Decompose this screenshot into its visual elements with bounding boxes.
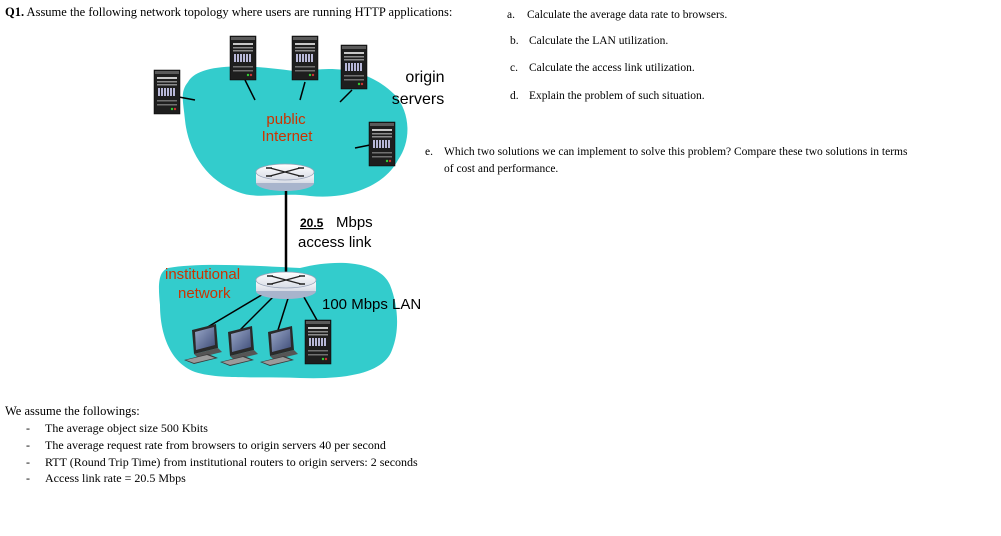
server-icon: [304, 319, 332, 365]
bullet-dash: -: [26, 421, 30, 435]
assumption-item: - Access link rate = 20.5 Mbps: [26, 471, 506, 486]
sub-question-letter: b.: [510, 35, 519, 47]
sub-question-letter: a.: [507, 9, 515, 21]
network-diagram: origin servers public Internet 20.5 Mbps…: [153, 35, 445, 379]
sub-question-text: Calculate the LAN utilization.: [529, 35, 669, 47]
question-header: Q1. Assume the following network topolog…: [5, 5, 452, 20]
sub-question-text: Calculate the average data rate to brows…: [527, 9, 728, 21]
assumption-item: - RTT (Round Trip Time) from institution…: [26, 455, 506, 470]
sub-question-letter: e.: [425, 146, 433, 158]
bullet-dash: -: [26, 455, 30, 469]
access-rate-unit: Mbps: [336, 214, 373, 231]
lan-label: 100 Mbps LAN: [322, 296, 421, 313]
server-icon: [153, 69, 181, 115]
assumption-item: - The average object size 500 Kbits: [26, 421, 506, 436]
assumption-text: Access link rate = 20.5 Mbps: [45, 471, 186, 485]
assumption-text: RTT (Round Trip Time) from institutional…: [45, 455, 418, 469]
sub-question-text: Explain the problem of such situation.: [529, 90, 705, 102]
institutional-label-2: network: [178, 285, 231, 302]
sub-question-text: Calculate the access link utilization.: [529, 62, 695, 74]
assumption-text: The average object size 500 Kbits: [45, 421, 208, 435]
origin-label-1: origin: [405, 69, 444, 86]
server-icon: [291, 35, 319, 81]
institutional-label-1: institutional: [165, 266, 240, 283]
bullet-dash: -: [26, 438, 30, 452]
public-label-2: Internet: [262, 128, 314, 145]
question-text: Assume the following network topology wh…: [26, 5, 453, 19]
public-router-icon: [255, 163, 315, 191]
assumptions-heading: We assume the followings:: [5, 404, 140, 418]
sub-question-text-line2: of cost and performance.: [444, 163, 559, 175]
question-label: Q1.: [5, 5, 25, 19]
sub-question-letter: c.: [510, 62, 518, 74]
server-icon: [229, 35, 257, 81]
server-icon: [340, 44, 368, 90]
public-label-1: public: [266, 111, 306, 128]
institutional-router-icon: [255, 271, 317, 299]
access-link-label: access link: [298, 234, 372, 251]
assumption-text: The average request rate from browsers t…: [45, 438, 386, 452]
sub-question-text-line1: Which two solutions we can implement to …: [444, 146, 908, 158]
origin-label-2: servers: [392, 91, 444, 108]
server-icon: [368, 121, 396, 167]
public-internet-cloud: [182, 66, 408, 197]
bullet-dash: -: [26, 471, 30, 485]
access-rate-value: 20.5: [300, 216, 324, 230]
assumption-item: - The average request rate from browsers…: [26, 438, 506, 453]
sub-question-letter: d.: [510, 90, 519, 102]
